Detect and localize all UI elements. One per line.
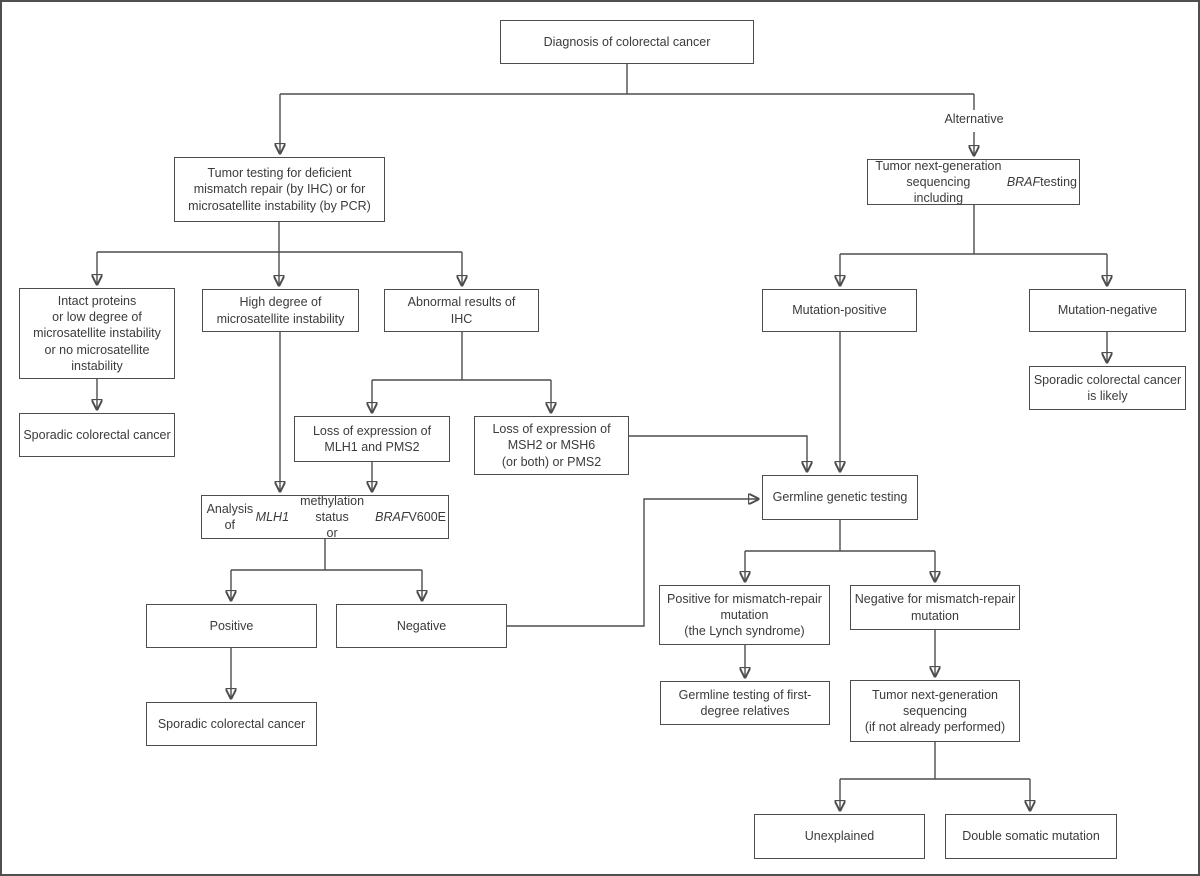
- node-sporadic-likely: Sporadic colorectal cancer is likely: [1029, 366, 1186, 410]
- node-methylation-negative: Negative: [336, 604, 507, 648]
- node-sporadic-bottom: Sporadic colorectal cancer: [146, 702, 317, 746]
- node-loss-msh2-msh6: Loss of expression of MSH2 or MSH6 (or b…: [474, 416, 629, 475]
- node-lynch-syndrome: Positive for mismatch-repair mutation (t…: [659, 585, 830, 645]
- node-unexplained: Unexplained: [754, 814, 925, 859]
- node-double-somatic-mutation: Double somatic mutation: [945, 814, 1117, 859]
- node-sporadic-left: Sporadic colorectal cancer: [19, 413, 175, 457]
- node-mlh1-methylation-analysis: Analysis of MLH1 methylation status or B…: [201, 494, 449, 540]
- edge-negative-to-germline: [507, 499, 758, 627]
- alternative-edge-label: Alternative: [934, 112, 1014, 126]
- node-high-degree-msi: High degree of microsatellite instabilit…: [202, 289, 359, 332]
- node-mutation-positive: Mutation-positive: [762, 289, 917, 332]
- node-tumor-testing: Tumor testing for deficient mismatch rep…: [174, 157, 385, 222]
- node-germline-first-degree: Germline testing of first- degree relati…: [660, 681, 830, 725]
- node-mutation-negative: Mutation-negative: [1029, 289, 1186, 332]
- node-diagnosis: Diagnosis of colorectal cancer: [500, 20, 754, 64]
- node-tumor-ngs-2: Tumor next-generation sequencing (if not…: [850, 680, 1020, 742]
- node-loss-mlh1-pms2: Loss of expression of MLH1 and PMS2: [294, 416, 450, 462]
- node-germline-genetic-testing: Germline genetic testing: [762, 475, 918, 520]
- node-negative-mmr-mutation: Negative for mismatch-repair mutation: [850, 585, 1020, 630]
- edge-loss-msh2-to-germline: [629, 435, 807, 471]
- node-intact-proteins: Intact proteins or low degree of microsa…: [19, 288, 175, 379]
- node-tumor-ngs: Tumor next-generation sequencing includi…: [867, 159, 1080, 205]
- node-methylation-positive: Positive: [146, 604, 317, 648]
- node-abnormal-ihc: Abnormal results of IHC: [384, 289, 539, 332]
